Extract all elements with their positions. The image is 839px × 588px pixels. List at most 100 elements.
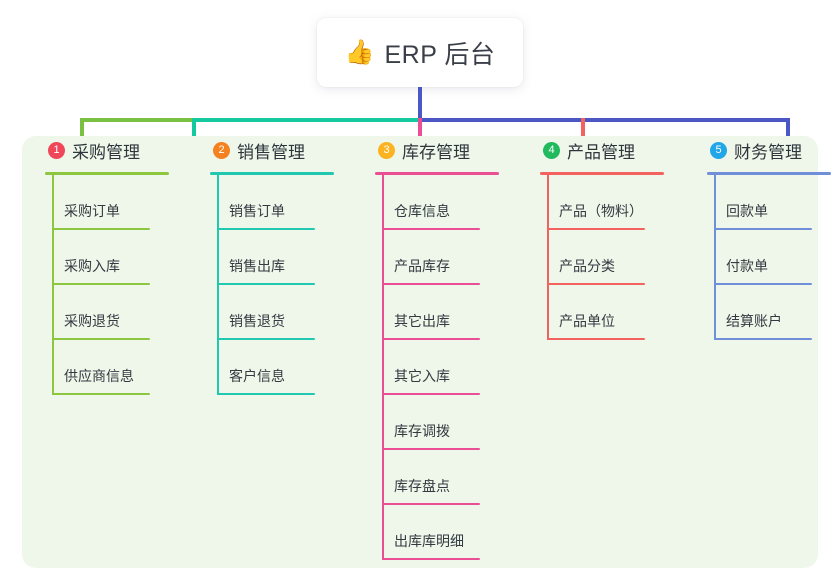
- list-item-label: 其它入库: [394, 368, 450, 384]
- list-item[interactable]: 产品（物料）: [527, 175, 677, 230]
- column-badge-2: 2: [213, 141, 230, 159]
- list-item-rule: [714, 228, 812, 230]
- list-item[interactable]: 其它出库: [362, 285, 512, 340]
- list-item-rule: [52, 228, 150, 230]
- column-items-5: 回款单付款单结算账户: [694, 175, 839, 340]
- column-title-5: 财务管理: [734, 142, 802, 162]
- column-title-3: 库存管理: [402, 142, 470, 162]
- list-item-label: 回款单: [726, 203, 768, 219]
- list-item[interactable]: 采购订单: [32, 175, 182, 230]
- column-header-2[interactable]: 2 销售管理: [197, 136, 347, 164]
- list-item-label: 供应商信息: [64, 368, 134, 384]
- list-item[interactable]: 客户信息: [197, 340, 347, 395]
- column-title-4: 产品管理: [567, 142, 635, 162]
- list-item-label: 仓库信息: [394, 203, 450, 219]
- column-header-rule-2: [210, 172, 334, 175]
- list-item[interactable]: 销售退货: [197, 285, 347, 340]
- list-item[interactable]: 仓库信息: [362, 175, 512, 230]
- list-item-rule: [547, 283, 645, 285]
- list-item-rule: [547, 228, 645, 230]
- column-header-1[interactable]: 1 采购管理: [32, 136, 182, 164]
- list-item-label: 采购入库: [64, 258, 120, 274]
- list-item[interactable]: 其它入库: [362, 340, 512, 395]
- list-item-label: 出库库明细: [394, 533, 464, 549]
- column-trunk-3: [382, 173, 384, 560]
- list-item-rule: [382, 448, 480, 450]
- list-item-label: 其它出库: [394, 313, 450, 329]
- list-item-label: 库存调拨: [394, 423, 450, 439]
- list-item[interactable]: 库存盘点: [362, 450, 512, 505]
- list-item[interactable]: 产品库存: [362, 230, 512, 285]
- list-item-label: 产品单位: [559, 313, 615, 329]
- list-item-label: 销售出库: [229, 258, 285, 274]
- diagram-panel: 1 采购管理采购订单采购入库采购退货供应商信息 2 销售管理销售订单销售出库销售退货客…: [22, 136, 831, 568]
- list-item-rule: [52, 283, 150, 285]
- column-header-4[interactable]: 4 产品管理: [527, 136, 677, 164]
- list-item-rule: [217, 393, 315, 395]
- column-1: 1 采购管理采购订单采购入库采购退货供应商信息: [32, 136, 182, 395]
- list-item[interactable]: 回款单: [694, 175, 839, 230]
- column-trunk-4: [547, 173, 549, 340]
- list-item[interactable]: 销售订单: [197, 175, 347, 230]
- column-trunk-5: [714, 173, 716, 340]
- column-items-4: 产品（物料） 产品分类产品单位: [527, 175, 677, 340]
- list-item-rule: [382, 283, 480, 285]
- list-item-rule: [547, 338, 645, 340]
- list-item-label: 产品（物料）: [559, 203, 643, 219]
- list-item-rule: [382, 503, 480, 505]
- list-item-rule: [714, 283, 812, 285]
- list-item[interactable]: 产品单位: [527, 285, 677, 340]
- list-item-label: 结算账户: [726, 313, 782, 329]
- list-item-rule: [382, 228, 480, 230]
- column-header-rule-1: [45, 172, 169, 175]
- column-header-rule-5: [707, 172, 831, 175]
- column-items-3: 仓库信息产品库存其它出库其它入库库存调拨库存盘点出库库明细: [362, 175, 512, 560]
- list-item-rule: [217, 338, 315, 340]
- list-item[interactable]: 供应商信息: [32, 340, 182, 395]
- list-item-label: 产品库存: [394, 258, 450, 274]
- list-item-rule: [52, 338, 150, 340]
- list-item[interactable]: 采购入库: [32, 230, 182, 285]
- column-5: 5 财务管理回款单付款单结算账户: [694, 136, 839, 340]
- column-badge-1: 1: [48, 141, 65, 159]
- column-title-1: 采购管理: [72, 142, 140, 162]
- list-item-rule: [52, 393, 150, 395]
- list-item-label: 销售退货: [229, 313, 285, 329]
- column-3: 3 库存管理仓库信息产品库存其它出库其它入库库存调拨库存盘点出库库明细: [362, 136, 512, 560]
- list-item-label: 采购订单: [64, 203, 120, 219]
- list-item[interactable]: 库存调拨: [362, 395, 512, 450]
- root-node-title: ERP 后台: [384, 40, 496, 69]
- column-2: 2 销售管理销售订单销售出库销售退货客户信息: [197, 136, 347, 395]
- list-item-label: 采购退货: [64, 313, 120, 329]
- root-node-card[interactable]: 👍 ERP 后台: [317, 18, 523, 87]
- list-item-rule: [382, 338, 480, 340]
- list-item-label: 付款单: [726, 258, 768, 274]
- list-item[interactable]: 出库库明细: [362, 505, 512, 560]
- column-badge-4: 4: [543, 141, 560, 159]
- list-item[interactable]: 产品分类: [527, 230, 677, 285]
- column-badge-3: 3: [378, 141, 395, 159]
- list-item-label: 客户信息: [229, 368, 285, 384]
- list-item-rule: [714, 338, 812, 340]
- column-title-2: 销售管理: [237, 142, 305, 162]
- list-item-label: 产品分类: [559, 258, 615, 274]
- list-item-rule: [382, 393, 480, 395]
- list-item-label: 库存盘点: [394, 478, 450, 494]
- column-header-rule-3: [375, 172, 499, 175]
- list-item[interactable]: 采购退货: [32, 285, 182, 340]
- column-header-rule-4: [540, 172, 664, 175]
- list-item-label: 销售订单: [229, 203, 285, 219]
- thumbs-up-icon: 👍: [344, 38, 375, 66]
- column-badge-5: 5: [710, 141, 727, 159]
- list-item-rule: [217, 283, 315, 285]
- column-4: 4 产品管理产品（物料） 产品分类产品单位: [527, 136, 677, 340]
- list-item[interactable]: 付款单: [694, 230, 839, 285]
- column-header-5[interactable]: 5 财务管理: [694, 136, 839, 164]
- list-item[interactable]: 销售出库: [197, 230, 347, 285]
- column-items-1: 采购订单采购入库采购退货供应商信息: [32, 175, 182, 395]
- list-item[interactable]: 结算账户: [694, 285, 839, 340]
- column-items-2: 销售订单销售出库销售退货客户信息: [197, 175, 347, 395]
- list-item-rule: [382, 558, 480, 560]
- list-item-rule: [217, 228, 315, 230]
- column-header-3[interactable]: 3 库存管理: [362, 136, 512, 164]
